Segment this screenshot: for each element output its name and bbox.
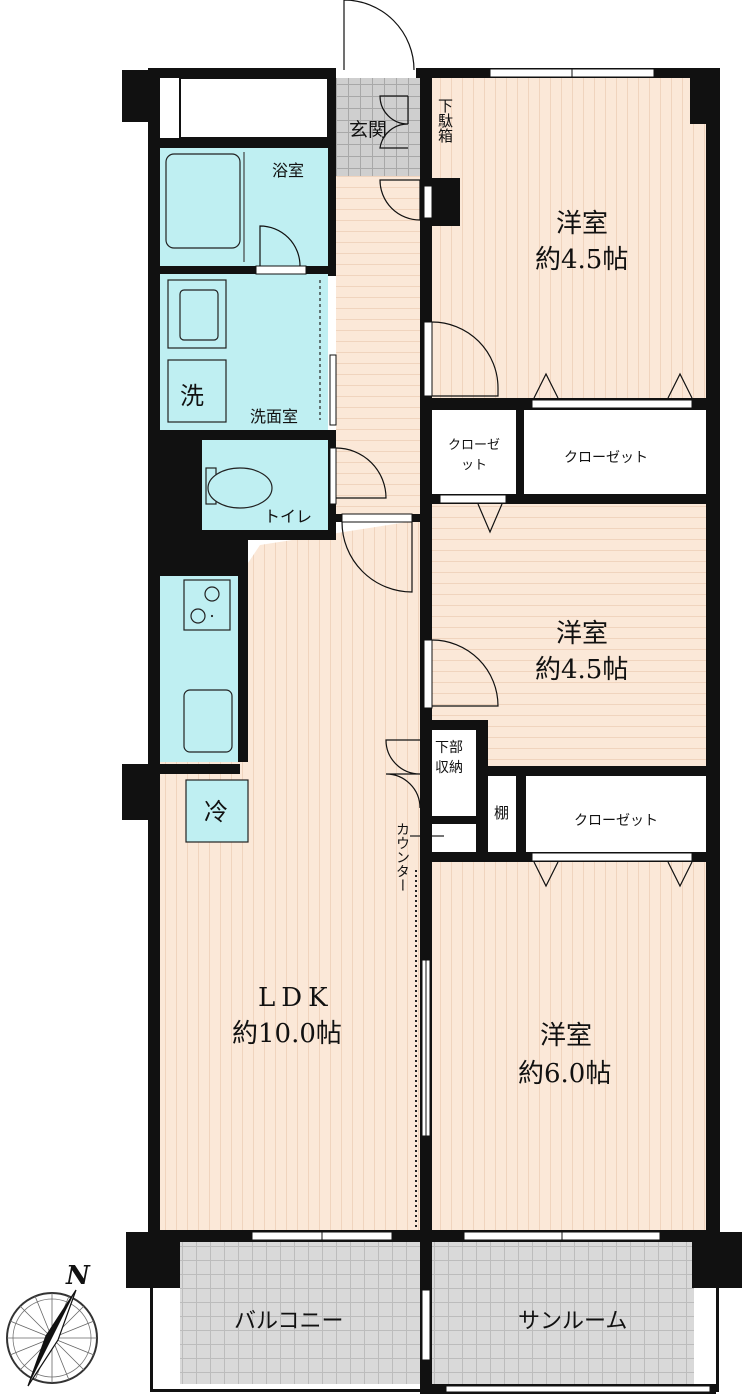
opening xyxy=(423,185,433,219)
shoebox-label: 下駄箱 xyxy=(436,98,454,143)
closet-small-floor xyxy=(432,411,516,497)
window xyxy=(445,1385,711,1393)
shelf-floor xyxy=(486,768,520,852)
western2-door-swing xyxy=(431,639,499,707)
opening xyxy=(423,321,433,397)
washer-box xyxy=(167,359,227,423)
closet-triangle xyxy=(667,372,693,399)
washer-label: 洗 xyxy=(180,382,204,410)
toilet-bowl xyxy=(207,467,273,509)
sunroom-floor xyxy=(432,1242,694,1384)
fridge-box xyxy=(185,779,249,843)
ldk-size: 約10.0帖 xyxy=(232,1019,342,1049)
western1-size: 約4.5帖 xyxy=(535,245,628,275)
compass-north-label: N xyxy=(65,1261,91,1291)
sliding-door xyxy=(421,1289,431,1361)
storage-door-swing xyxy=(385,739,421,809)
closet-wide2-floor xyxy=(526,776,706,852)
labels: 玄関 下駄箱 浴室 洗 洗面室 トイレ 洋室 約4.5帖 クローゼット クローゼ… xyxy=(180,98,658,1334)
opening xyxy=(531,852,693,862)
kitchen-counter xyxy=(160,576,238,762)
balcony-label: バルコニー xyxy=(234,1309,344,1334)
floors xyxy=(160,78,706,1384)
kitchen-sink xyxy=(183,689,233,753)
western1-floor xyxy=(432,78,706,404)
western3-name: 洋室 xyxy=(540,1021,592,1051)
entrance-label: 玄関 xyxy=(349,119,387,141)
compass: N xyxy=(6,1261,98,1387)
hall-door-swing xyxy=(379,179,421,221)
western1-door-swing xyxy=(431,321,499,397)
closet-wide2-label: クローゼット xyxy=(574,813,658,829)
toilet-label: トイレ xyxy=(264,507,312,526)
bath-label: 浴室 xyxy=(272,161,304,180)
walls xyxy=(122,68,742,1394)
closet-triangle xyxy=(533,861,559,888)
stove-box xyxy=(183,579,231,631)
closet-small-label: クローゼット xyxy=(447,438,500,473)
closet-triangle xyxy=(533,372,559,399)
western2-name: 洋室 xyxy=(556,619,608,649)
opening xyxy=(439,494,507,504)
closet-triangle xyxy=(477,503,503,534)
opening xyxy=(329,354,337,426)
fridge-label: 冷 xyxy=(204,798,228,826)
opening xyxy=(255,265,307,275)
western3-size: 約6.0帖 xyxy=(518,1059,611,1089)
counter-label: カウンター xyxy=(394,822,410,892)
opening xyxy=(341,513,413,523)
burner-icon xyxy=(190,608,206,624)
entrance-floor xyxy=(336,78,422,176)
opening xyxy=(329,447,337,505)
shelf-label: 棚 xyxy=(494,804,509,822)
lower-storage-label: 下部収納 xyxy=(435,740,463,776)
shoebox-door-swing xyxy=(379,95,409,149)
western3-floor xyxy=(432,860,706,1230)
washbasin-bowl xyxy=(179,289,219,341)
burner-icon xyxy=(204,586,220,602)
washroom-label: 洗面室 xyxy=(250,407,298,426)
bath-door-swing xyxy=(259,225,301,267)
windows xyxy=(251,68,711,1393)
opening xyxy=(423,639,433,709)
closet-wide1-floor xyxy=(524,411,706,497)
ldk-name: LDK xyxy=(258,983,334,1013)
sunroom-label: サンルーム xyxy=(518,1309,627,1334)
fixtures xyxy=(165,152,444,1230)
toilet-door-swing xyxy=(335,447,387,499)
bathtub xyxy=(165,153,241,249)
hallway-floor xyxy=(336,175,422,520)
washbasin xyxy=(167,279,227,349)
burner-icon xyxy=(210,614,214,618)
door-swings xyxy=(259,0,693,888)
balcony-floor xyxy=(180,1242,420,1384)
ldk-door-swing xyxy=(341,521,413,593)
western1-name: 洋室 xyxy=(556,209,608,239)
entrance-door-swing xyxy=(343,0,415,71)
closet-wide1-label: クローゼット xyxy=(564,450,648,466)
western2-size: 約4.5帖 xyxy=(535,655,628,685)
closet-triangle xyxy=(667,861,693,888)
opening xyxy=(531,399,693,409)
opening xyxy=(336,68,416,78)
